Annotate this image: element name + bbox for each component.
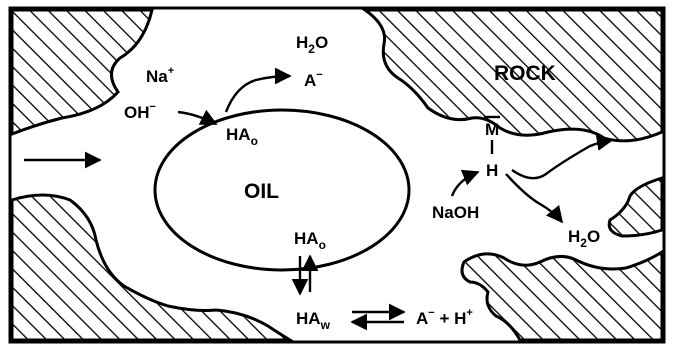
label-h2o-top: H2O bbox=[296, 33, 328, 56]
label-oil: OIL bbox=[244, 180, 279, 203]
label-na-plus: Na+ bbox=[146, 65, 174, 86]
rock-bottom-left bbox=[10, 193, 296, 342]
label-ha-o-bottom: HAo bbox=[294, 229, 326, 252]
label-h2o-right: H2O bbox=[568, 227, 600, 250]
arrow-h-to-h2o bbox=[505, 173, 564, 224]
label-rock: ROCK bbox=[494, 62, 556, 85]
arrow-hao-to-a bbox=[224, 67, 292, 113]
arrow-oh-to-hao bbox=[177, 109, 218, 126]
label-naoh: NaOH bbox=[432, 203, 479, 222]
label-a-plus-h: A− + H+ bbox=[416, 307, 473, 328]
oil-droplet bbox=[153, 108, 411, 272]
rock-bottom-right bbox=[460, 249, 664, 342]
label-ha-o-top: HAo bbox=[226, 125, 258, 148]
label-ha-w: HAw bbox=[296, 309, 331, 332]
rock-right-knob bbox=[607, 175, 664, 238]
rock-top-left bbox=[10, 8, 154, 137]
label-m: M bbox=[485, 120, 499, 139]
label-oh-minus: OH− bbox=[124, 101, 156, 122]
arrow-naoh-to-h bbox=[450, 169, 480, 197]
equilibrium-vertical bbox=[291, 254, 319, 296]
label-a-minus-top: A− bbox=[304, 69, 323, 90]
arrow-h-to-right bbox=[511, 134, 614, 180]
label-h-bond: H bbox=[486, 161, 498, 180]
diagram-frame bbox=[8, 6, 666, 344]
equilibrium-horizontal bbox=[350, 303, 406, 331]
